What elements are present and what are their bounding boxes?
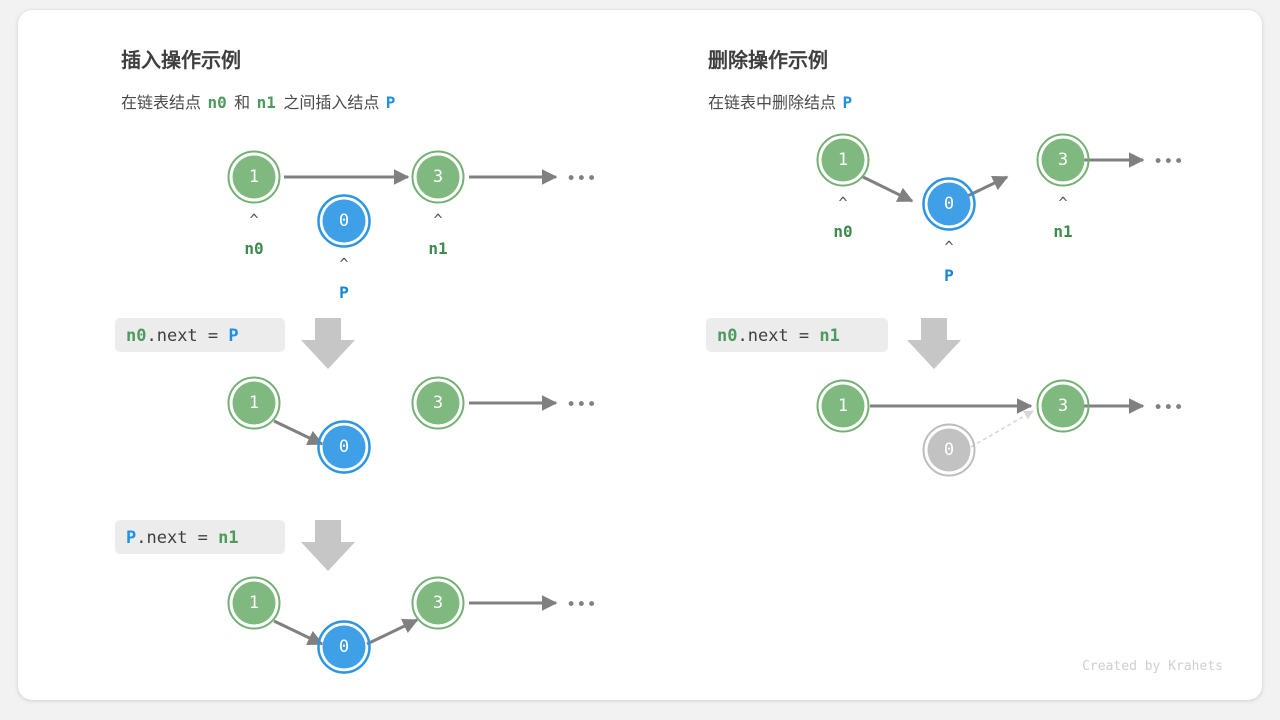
insert-step-1: ••• 1 ^ n0 0 ^ P 3 ^ <box>227 150 597 302</box>
code-token-n0: n0 <box>717 326 737 346</box>
insert-panel-subtitle: 在链表结点 n0 和 n1 之间插入结点 P <box>121 93 395 112</box>
insert-panel-title: 插入操作示例 <box>121 48 241 72</box>
ellipsis: ••• <box>566 595 597 615</box>
ellipsis: ••• <box>1153 398 1184 418</box>
node-value: 0 <box>339 211 349 231</box>
node-3: 3 <box>411 150 465 204</box>
node-0: 0 <box>922 177 976 231</box>
node-0: 0 <box>317 620 371 674</box>
pointer-label-n0: n0 <box>244 239 263 258</box>
panel-delete: 删除操作示例 在链表中删除结点 P ••• 1 ^ n0 0 <box>706 48 1184 477</box>
delete-code-1: n0.next = n1 <box>706 318 961 369</box>
node-value: 0 <box>339 437 349 457</box>
svg-text:P.next = n1: P.next = n1 <box>126 528 239 548</box>
insert-code-2: P.next = n1 <box>115 520 355 571</box>
delete-panel-subtitle: 在链表中删除结点 P <box>708 93 852 112</box>
delete-step-1: ••• 1 ^ n0 0 ^ P 3 ^ n1 <box>816 133 1184 285</box>
node-3: 3 <box>1036 379 1090 433</box>
diagram-card: 插入操作示例 在链表结点 n0 和 n1 之间插入结点 P ••• 1 ^ n0 <box>18 10 1262 700</box>
node-3: 3 <box>411 376 465 430</box>
delete-step-2: ••• 1 0 3 <box>816 379 1184 477</box>
insert-step-3: ••• 1 0 3 <box>227 576 597 674</box>
code-token-next: .next = <box>136 528 218 548</box>
insert-code-1: n0.next = P <box>115 318 355 369</box>
down-arrow-icon <box>301 520 355 571</box>
caret-icon: ^ <box>1058 194 1067 212</box>
subtitle-part: 和 <box>230 94 255 112</box>
node-value: 1 <box>838 150 848 170</box>
svg-text:在链表中删除结点 P: 在链表中删除结点 P <box>708 93 852 112</box>
link-n0-to-p <box>862 175 914 203</box>
node-0: 0 <box>317 420 371 474</box>
node-1: 1 <box>816 133 870 187</box>
node-value: 1 <box>249 393 259 413</box>
pointer-label-p: P <box>339 283 349 302</box>
node-value: 1 <box>249 593 259 613</box>
svg-text:n0.next = n1: n0.next = n1 <box>717 326 840 346</box>
subtitle-part: 在链表中删除结点 <box>708 94 840 112</box>
pointer-label-p: P <box>944 266 954 285</box>
node-value: 3 <box>433 593 443 613</box>
link-n0-to-p <box>273 619 324 646</box>
node-value: 1 <box>838 396 848 416</box>
node-value: 3 <box>1058 396 1068 416</box>
code-token-p: P <box>126 528 136 548</box>
node-1: 1 <box>227 576 281 630</box>
node-value: 3 <box>433 393 443 413</box>
svg-text:在链表结点 n0 和 n1 之间插入结点 P: 在链表结点 n0 和 n1 之间插入结点 P <box>121 93 395 112</box>
caret-icon: ^ <box>944 238 953 256</box>
down-arrow-icon <box>907 318 961 369</box>
link-n0-to-p <box>273 419 324 446</box>
linked-list-diagram: 插入操作示例 在链表结点 n0 和 n1 之间插入结点 P ••• 1 ^ n0 <box>115 48 1223 674</box>
node-value: 3 <box>433 167 443 187</box>
node-value: 0 <box>339 637 349 657</box>
node-value: 0 <box>944 440 954 460</box>
caret-icon: ^ <box>339 255 348 273</box>
link-p-to-n1-removed <box>970 410 1034 448</box>
caret-icon: ^ <box>838 194 847 212</box>
code-token-next: .next = <box>146 326 228 346</box>
code-token-p: P <box>228 326 238 346</box>
caret-icon: ^ <box>433 211 442 229</box>
svg-text:n0.next = P: n0.next = P <box>126 326 239 346</box>
ellipsis: ••• <box>566 395 597 415</box>
node-0-deleted: 0 <box>922 423 976 477</box>
subtitle-part-n0: n0 <box>207 93 226 112</box>
node-1: 1 <box>816 379 870 433</box>
link-p-to-n1 <box>366 618 419 646</box>
pointer-label-n0: n0 <box>833 222 852 241</box>
subtitle-part: 在链表结点 <box>121 94 205 112</box>
node-1: 1 <box>227 376 281 430</box>
panel-insert: 插入操作示例 在链表结点 n0 和 n1 之间插入结点 P ••• 1 ^ n0 <box>115 48 597 674</box>
node-1: 1 <box>227 150 281 204</box>
code-token-n0: n0 <box>126 326 146 346</box>
down-arrow-icon <box>301 318 355 369</box>
code-token-n1: n1 <box>819 326 839 346</box>
node-3: 3 <box>1036 133 1090 187</box>
node-value: 3 <box>1058 150 1068 170</box>
subtitle-part-p: P <box>386 93 396 112</box>
insert-step-2: ••• 1 0 3 <box>227 376 597 474</box>
node-3: 3 <box>411 576 465 630</box>
node-value: 0 <box>944 194 954 214</box>
pointer-label-n1: n1 <box>1053 222 1072 241</box>
pointer-label-n1: n1 <box>428 239 447 258</box>
node-0: 0 <box>317 194 371 248</box>
delete-panel-title: 删除操作示例 <box>708 48 828 72</box>
code-token-next: .next = <box>737 326 819 346</box>
subtitle-part-p: P <box>842 93 852 112</box>
node-value: 1 <box>249 167 259 187</box>
ellipsis: ••• <box>1153 152 1184 172</box>
ellipsis: ••• <box>566 169 597 189</box>
code-token-n1: n1 <box>218 528 238 548</box>
caret-icon: ^ <box>249 211 258 229</box>
credit-text: Created by Krahets <box>1082 659 1223 674</box>
subtitle-part: 之间插入结点 <box>279 94 384 112</box>
subtitle-part-n1: n1 <box>257 93 276 112</box>
